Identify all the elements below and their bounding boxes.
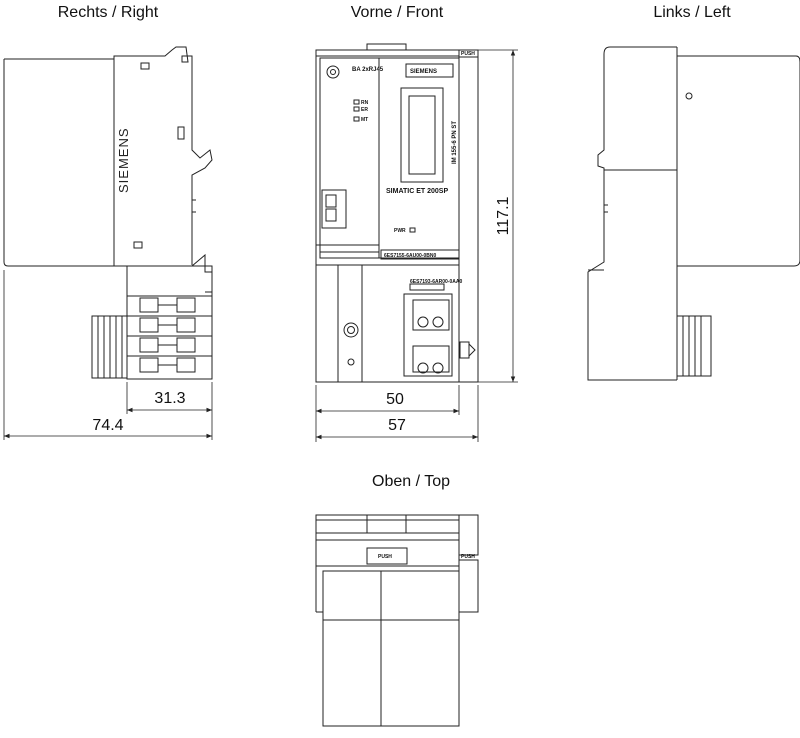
top-push-label: PUSH: [378, 554, 392, 560]
title-left-view: Links / Left: [653, 4, 731, 21]
terminal-clamps: [127, 295, 212, 373]
right-brand-logo: SIEMENS: [116, 127, 131, 193]
front-view: PUSH BA 2xRJ45 RN ER MT SIEMENS IM 155-6…: [315, 43, 518, 442]
right-view: SIEMENS: [3, 46, 213, 440]
front-push-label-side: PUSH: [461, 51, 475, 57]
title-right-view: Rechts / Right: [58, 4, 159, 21]
dim-depth-connector: 31.3: [154, 390, 185, 407]
left-view: [587, 46, 800, 381]
front-module-name: IM 155-6 PN ST: [452, 121, 458, 164]
dim-width-module: 50: [386, 391, 404, 408]
front-product-label: SIMATIC ET 200SP: [386, 188, 448, 195]
top-view: PUSH PUSH: [315, 514, 479, 727]
top-push-label-side: PUSH: [461, 554, 475, 560]
front-rn-label: RN: [361, 100, 369, 106]
front-pwr-label: PWR: [394, 228, 406, 234]
front-order-number: 6ES7155-6AU00-0BN0: [384, 253, 436, 259]
title-top-view: Oben / Top: [372, 473, 450, 490]
front-mt-label: MT: [361, 117, 368, 123]
front-busadapter-ref: 6ES7193-6AR00-0AA0: [410, 279, 462, 285]
front-ba-label: BA 2xRJ45: [352, 67, 384, 73]
title-front-view: Vorne / Front: [351, 4, 444, 21]
dim-depth-total: 74.4: [92, 417, 123, 434]
front-er-label: ER: [361, 107, 368, 113]
dim-height: 117.1: [495, 196, 512, 235]
front-brand-label: SIEMENS: [410, 69, 437, 75]
dim-width-total: 57: [388, 417, 406, 434]
